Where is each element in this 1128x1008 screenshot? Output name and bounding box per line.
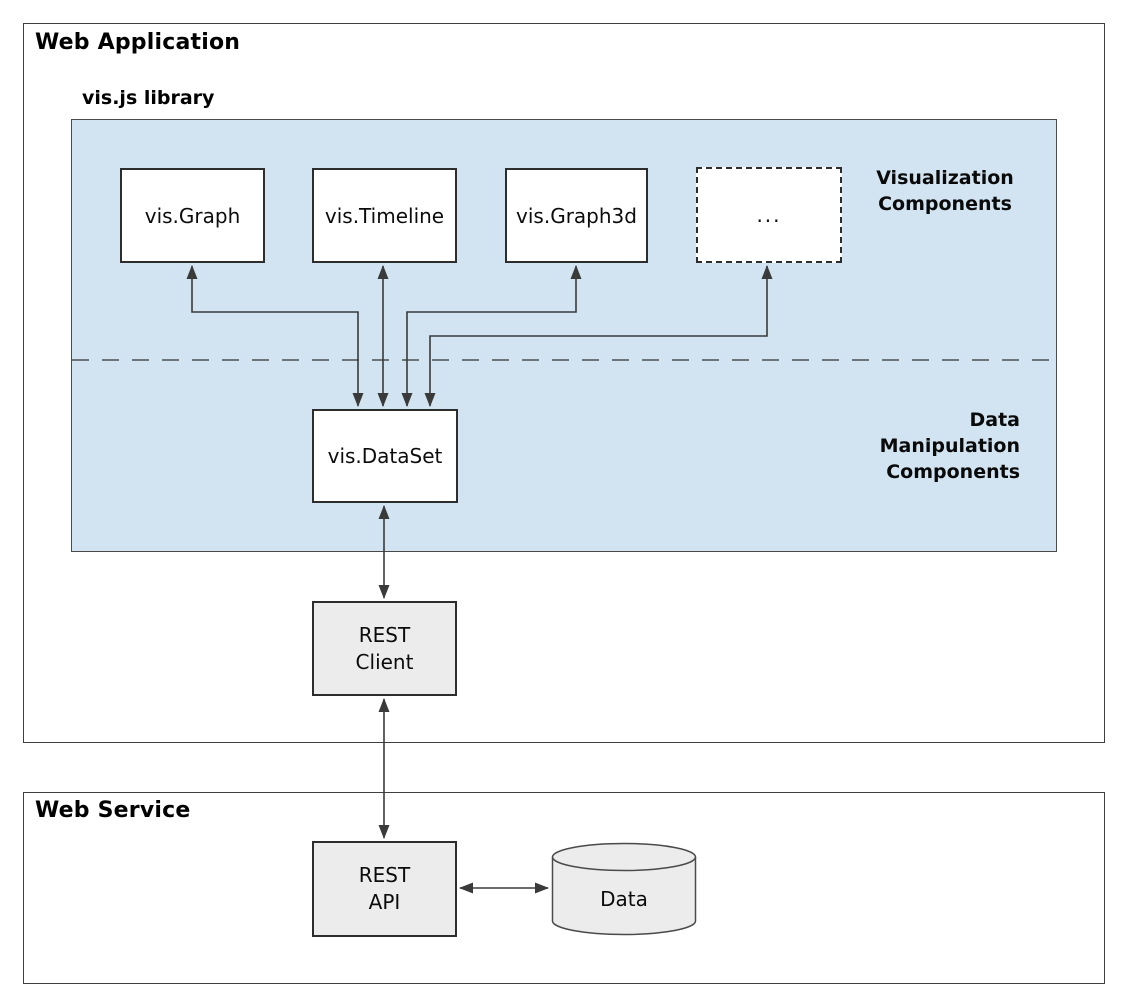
node-vis-dataset: vis.DataSet xyxy=(312,409,458,503)
label-visualization-components: Visualization Components xyxy=(845,165,1045,217)
web-service-title: Web Service xyxy=(35,798,191,823)
database-cylinder: Data xyxy=(551,841,697,937)
node-rest-api: REST API xyxy=(312,841,457,937)
node-rest-client-line1: REST xyxy=(358,622,411,647)
node-vis-timeline-label: vis.Timeline xyxy=(324,203,445,228)
node-rest-api-line1: REST xyxy=(358,863,411,887)
database-cylinder-shape xyxy=(551,842,697,936)
node-vis-timeline: vis.Timeline xyxy=(312,168,457,263)
node-vis-graph3d: vis.Graph3d xyxy=(505,168,648,263)
node-vis-graph: vis.Graph xyxy=(120,168,265,263)
label-manipulation-line2: Manipulation xyxy=(879,435,1020,457)
node-rest-client-line2: Client xyxy=(355,649,414,674)
node-more-components-label: ... xyxy=(756,203,782,227)
node-more-components: ... xyxy=(696,167,842,263)
label-manipulation-line3: Components xyxy=(886,461,1020,483)
node-rest-api-line2: API xyxy=(368,890,401,914)
label-visualization-line1: Visualization xyxy=(876,167,1014,189)
node-vis-graph-label: vis.Graph xyxy=(144,203,241,228)
label-visualization-line2: Components xyxy=(878,193,1012,215)
node-rest-client: REST Client xyxy=(312,601,457,696)
web-application-title: Web Application xyxy=(35,30,241,55)
visjs-library-title: vis.js library xyxy=(82,87,215,109)
label-manipulation-line1: Data xyxy=(969,409,1021,431)
database-label: Data xyxy=(600,887,648,911)
label-data-manipulation-components: Data Manipulation Components xyxy=(820,407,1020,485)
node-vis-dataset-label: vis.DataSet xyxy=(327,444,443,468)
node-vis-graph3d-label: vis.Graph3d xyxy=(516,203,637,228)
